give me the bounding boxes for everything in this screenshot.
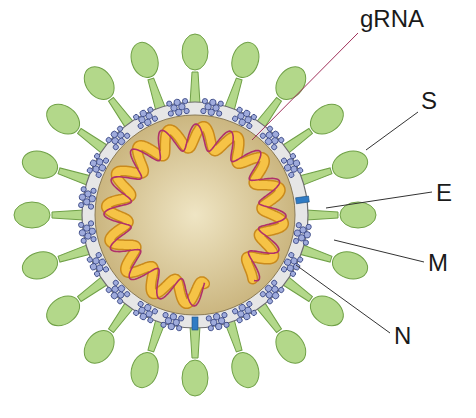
virus-core	[95, 115, 295, 315]
part-label: gRNA	[360, 6, 424, 32]
spikes	[14, 34, 376, 396]
part-label: N	[394, 323, 411, 349]
m-proteins	[78, 98, 313, 332]
leader-lines	[252, 33, 432, 333]
part-label: S	[421, 88, 437, 114]
part-label: M	[428, 250, 448, 276]
envelope	[82, 102, 308, 328]
nucleocapsid	[104, 124, 286, 306]
part-label: E	[436, 180, 452, 206]
